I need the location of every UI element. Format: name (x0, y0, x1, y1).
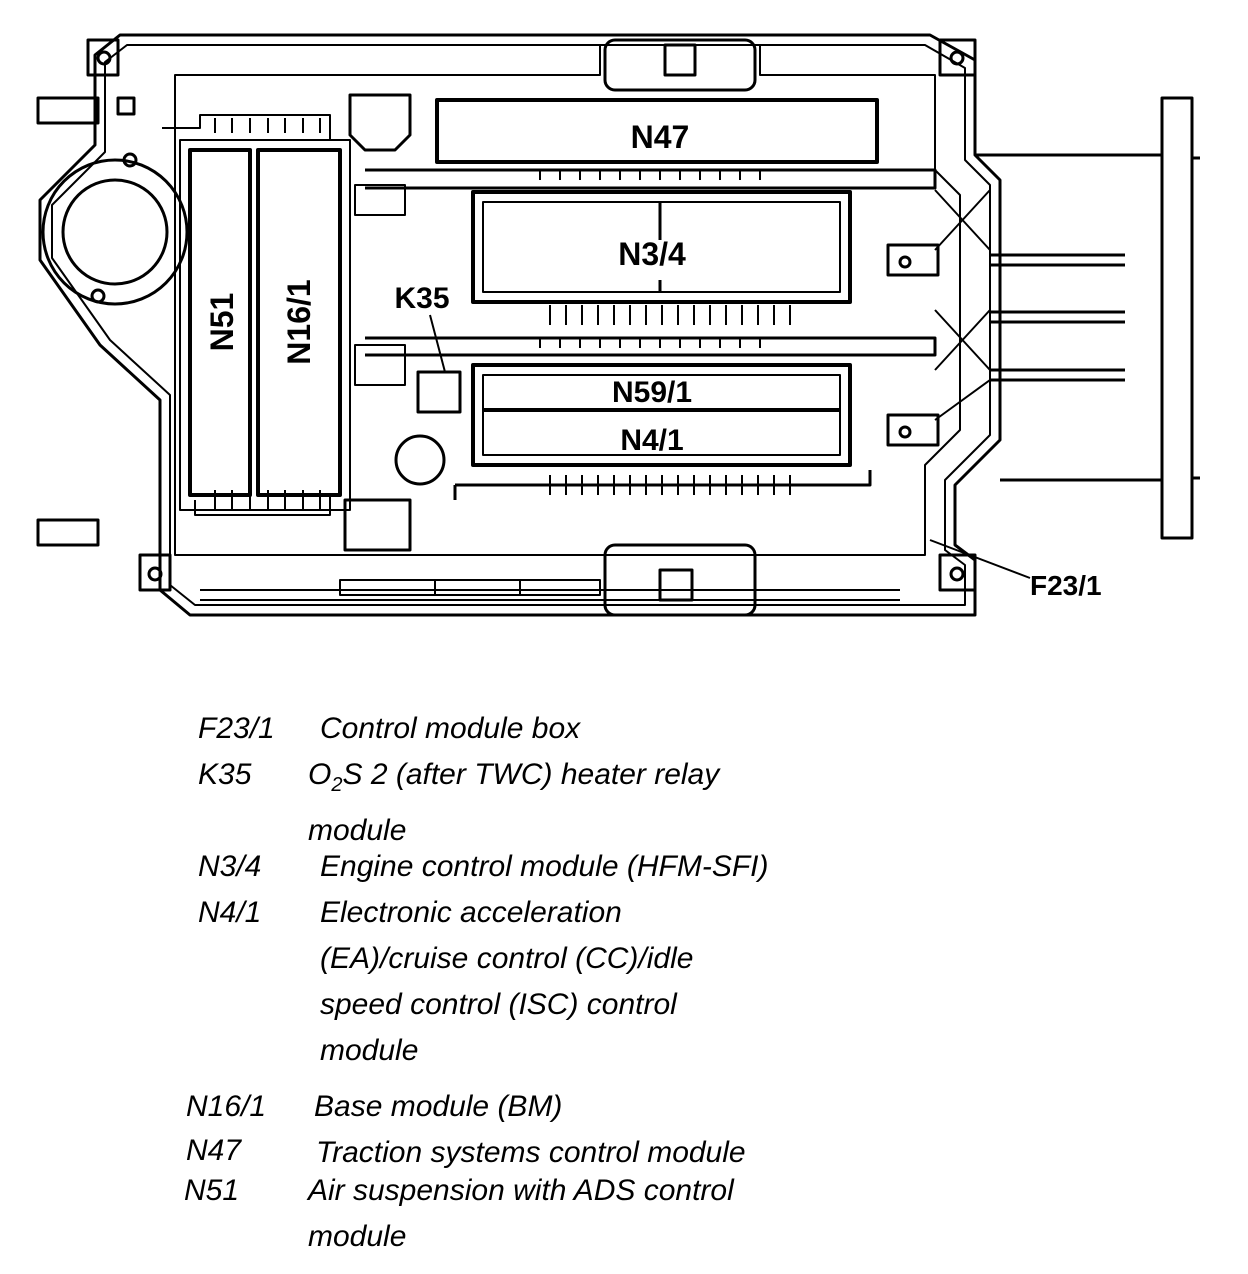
legend-desc-n47: Traction systems control module (316, 1136, 746, 1169)
module-n16-1 (256, 148, 342, 497)
label-n16-1: N16/1 (281, 279, 317, 364)
legend-code-k35: K35 (198, 758, 252, 791)
label-f23-1: F23/1 (1030, 570, 1102, 601)
label-n4-1: N4/1 (620, 424, 683, 457)
relay-k35 (416, 370, 462, 414)
legend-desc-n16-1: Base module (BM) (314, 1090, 563, 1123)
legend-code-n4-1: N4/1 (198, 896, 262, 929)
legend-code-n51: N51 (184, 1174, 240, 1207)
legend-desc-n3-4: Engine control module (HFM-SFI) (320, 850, 769, 883)
module-n51 (188, 148, 252, 497)
legend-desc-f23-1: Control module box (320, 712, 581, 745)
module-n59-1 (471, 363, 852, 467)
label-n51: N51 (204, 293, 240, 352)
module-n47 (435, 98, 879, 164)
legend-code-f23-1: F23/1 (198, 712, 275, 745)
label-k35: K35 (394, 282, 449, 315)
legend-desc-n4-1: Electronic acceleration (EA)/cruise cont… (320, 896, 694, 1067)
label-n47: N47 (631, 119, 690, 155)
label-n59-1: N59/1 (612, 376, 692, 409)
legend-code-n47: N47 (186, 1134, 242, 1167)
legend-desc-k35: O2S 2 (after TWC) heater relay module (308, 758, 720, 847)
module-n3-4 (471, 190, 852, 304)
legend-code-n16-1: N16/1 (186, 1090, 267, 1123)
legend-desc-n51: Air suspension with ADS control module (308, 1174, 734, 1253)
control-module-box-diagram: N47 N3/4 K35 N59/1 N4/1 N51 N16/1 F23/1 (36, 33, 1200, 617)
label-n3-4: N3/4 (618, 236, 686, 272)
round-port (61, 178, 169, 286)
legend-code-n3-4: N3/4 (198, 850, 262, 883)
